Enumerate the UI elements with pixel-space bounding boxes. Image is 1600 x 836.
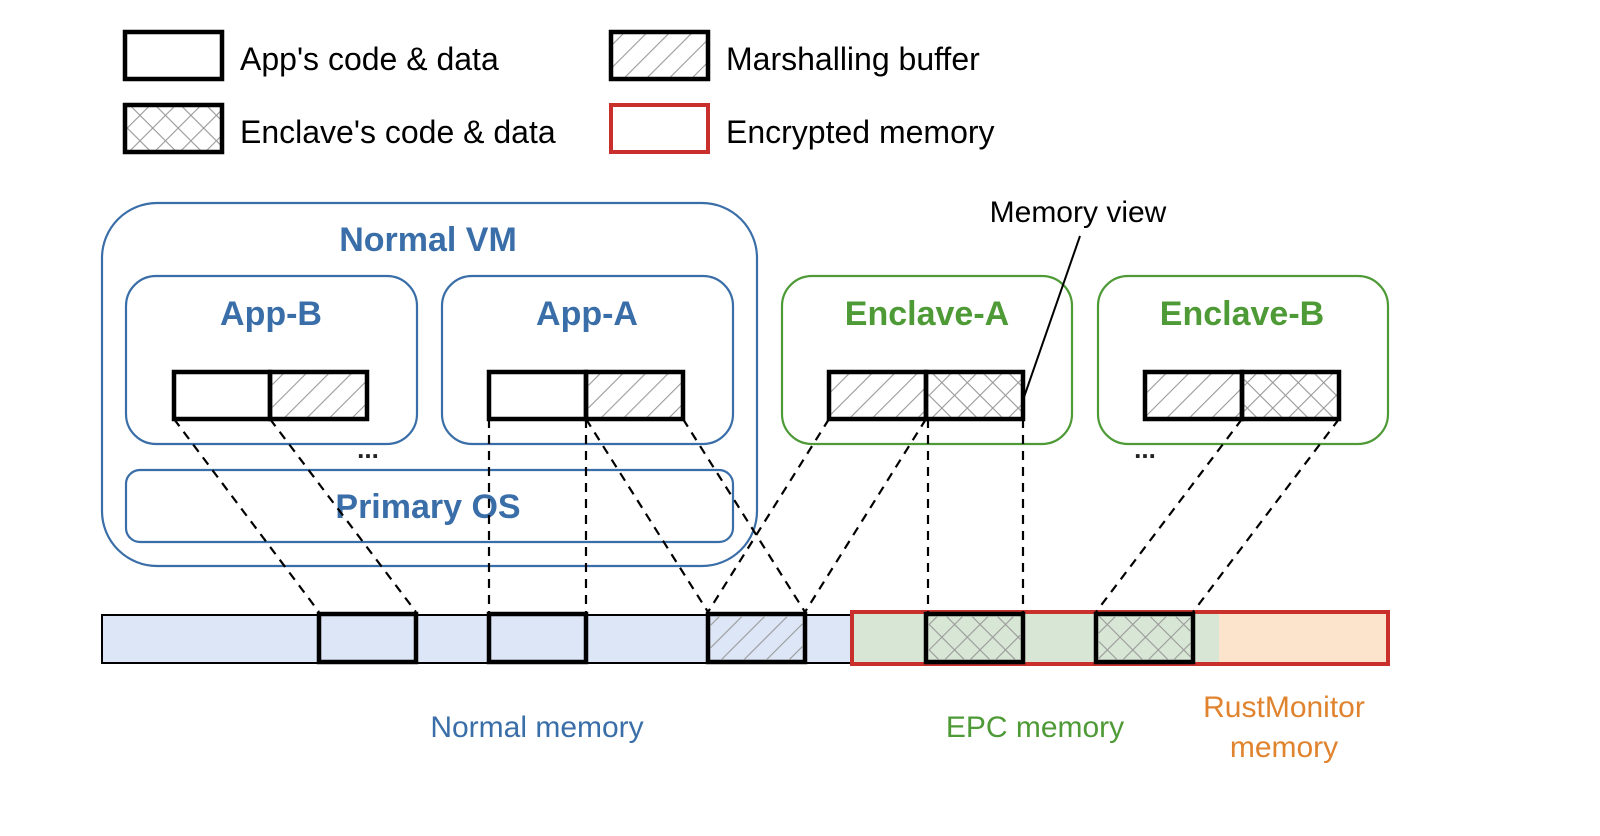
enclave-b: Enclave-B — [1096, 274, 1390, 446]
enclave-a-title: Enclave-A — [845, 295, 1009, 333]
app-b-marshalling-block — [267, 369, 370, 422]
enclave-a-marshalling-block — [826, 369, 929, 422]
legend-label-app: App's code & data — [240, 41, 499, 77]
mem-app-b-code — [316, 611, 419, 665]
legend-swatch-encrypted — [609, 103, 710, 154]
map-line — [173, 418, 320, 613]
app-a-box — [440, 274, 735, 446]
legend-label-encrypted: Encrypted memory — [726, 114, 995, 150]
legend-swatch-app — [122, 29, 225, 82]
app-b-code-block — [171, 369, 273, 422]
enclave-b-code-block — [1239, 369, 1342, 422]
app-a: App-A — [440, 274, 735, 446]
primary-os-box — [124, 468, 735, 544]
app-b-title: App-B — [220, 295, 322, 333]
mem-app-a-code — [486, 611, 589, 665]
legend-swatch-enclave — [122, 102, 225, 155]
map-line — [707, 418, 830, 613]
normal-vm: Normal VM App-B App-A ... Primary OS — [100, 201, 759, 568]
app-a-marshalling-block — [583, 369, 686, 422]
map-line — [1095, 418, 1243, 613]
map-line — [804, 418, 927, 613]
apps-ellipsis: ... — [357, 434, 379, 464]
map-line — [682, 418, 806, 613]
enclaves-ellipsis: ... — [1134, 434, 1156, 464]
rustmonitor-memory-region — [1219, 612, 1388, 664]
memory-view-annotation: Memory view — [990, 196, 1167, 229]
mapping-lines — [173, 418, 1340, 613]
primary-os-title: Primary OS — [335, 488, 520, 526]
legend: App's code & data Marshalling buffer Enc… — [122, 29, 995, 155]
enclave-b-marshalling-block — [1142, 369, 1245, 422]
map-line — [1192, 418, 1340, 613]
app-b: App-B — [124, 274, 419, 446]
mem-enclave-a-code-hatch — [928, 616, 1021, 660]
app-a-title: App-A — [536, 295, 638, 333]
app-b-box — [124, 274, 419, 446]
map-line — [269, 418, 417, 613]
enclave-a-code-block — [923, 369, 1026, 422]
app-a-code-block — [486, 369, 589, 422]
map-line — [585, 418, 709, 613]
rustmonitor-memory-label-line1: RustMonitor — [1203, 691, 1365, 724]
epc-memory-label: EPC memory — [946, 711, 1124, 744]
legend-label-enclave: Enclave's code & data — [240, 114, 556, 150]
legend-item-encrypted: Encrypted memory — [609, 103, 995, 154]
rustmonitor-memory-label-line2: memory — [1230, 731, 1338, 764]
legend-label-marshalling: Marshalling buffer — [726, 41, 980, 77]
mem-shared-marshalling-hatch — [710, 616, 803, 660]
enclave-a: Enclave-A — [780, 274, 1074, 446]
normal-memory-label: Normal memory — [430, 711, 643, 744]
legend-item-marshalling: Marshalling buffer — [608, 29, 980, 82]
legend-item-app: App's code & data — [122, 29, 499, 82]
enclave-b-title: Enclave-B — [1160, 295, 1324, 333]
enclave-b-box — [1096, 274, 1390, 446]
normal-vm-title: Normal VM — [339, 221, 517, 259]
legend-swatch-marshalling — [608, 29, 711, 82]
normal-vm-box — [100, 201, 759, 568]
memory-view-pointer — [1022, 235, 1081, 401]
legend-item-enclave: Enclave's code & data — [122, 102, 556, 155]
physical-memory-bar — [101, 610, 1390, 666]
mem-enclave-b-code-hatch — [1098, 616, 1191, 660]
